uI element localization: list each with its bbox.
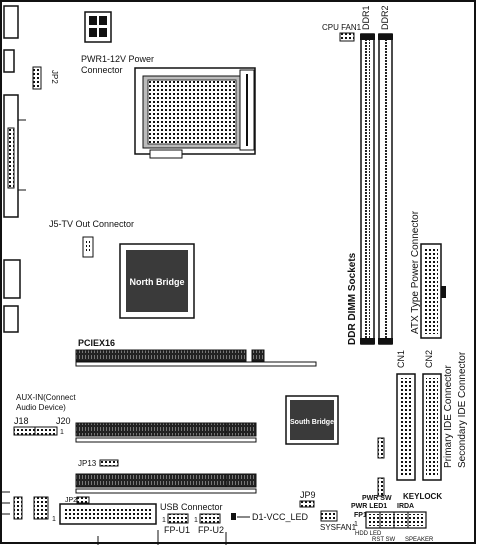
irda-label: IRDA (397, 503, 414, 510)
j18-label: J18 (14, 416, 29, 426)
j18-header (13, 426, 37, 436)
fp-u2-label: FP-U2 (198, 525, 224, 535)
cpu-fan-label: CPU FAN1 (322, 23, 362, 32)
sysfan-label: SYSFAN1 (320, 523, 357, 532)
floppy-connector (59, 503, 157, 525)
cn2-label: CN2 (424, 350, 434, 368)
cpu-fan-header (339, 32, 355, 42)
sysfan-header (320, 510, 338, 522)
south-bridge-label: South Bridge (290, 419, 334, 426)
speaker-label: SPEAKER (405, 537, 434, 543)
jp2-bottom-label: JP2 (65, 497, 77, 504)
hdd-led-label: HDD LED (355, 531, 382, 537)
left-header-a (13, 496, 23, 520)
j20-pin1: 1 (60, 429, 64, 436)
primary-ide-label: Primary IDE Connector (443, 365, 454, 468)
jp2-bottom-header (76, 496, 90, 504)
fp1-front-panel-header (365, 511, 427, 529)
keylock-label: KEYLOCK (403, 492, 442, 501)
jp9-label: JP9 (300, 490, 316, 500)
fp-u1-label: FP-U1 (164, 525, 190, 535)
pwr-sw-label: PWR SW (362, 495, 392, 502)
small-header-b (377, 477, 385, 497)
floppy-pin1: 1 (52, 516, 56, 523)
jp2-top-header (32, 66, 42, 90)
jp13-header (99, 459, 119, 467)
pci-slot-1 (75, 422, 257, 443)
ddr1-label: DDR1 (361, 5, 371, 30)
tv-out-label: J5-TV Out Connector (49, 219, 134, 229)
ddr2-label: DDR2 (380, 5, 390, 30)
fp-u2-header (199, 513, 221, 524)
fp1-pin1: 1 (354, 521, 358, 528)
atx-power-connector (420, 243, 446, 339)
jp13-label: JP13 (78, 459, 97, 468)
d1-vcc-led-label: D1-VCC_LED (252, 512, 309, 522)
pwr-connector-label-line2: Connector (81, 65, 123, 75)
aux-in-label-line1: AUX-IN(Connect (16, 393, 76, 402)
rst-sw-label: RST SW (372, 537, 396, 543)
left-header-b (33, 496, 49, 520)
atx-power-label: ATX Type Power Connector (410, 210, 421, 334)
cpu-socket (134, 67, 256, 159)
rear-io-detail (7, 119, 26, 191)
fp-u2-pin1: 1 (194, 517, 198, 524)
aux-in-label-line2: Audio Device) (16, 403, 66, 412)
pwr1-12v-connector (84, 11, 112, 43)
jp2-top-label: JP2 (50, 70, 59, 84)
ddr-dimm-sockets-label: DDR DIMM Sockets (347, 252, 358, 345)
jp9-header (299, 500, 315, 508)
pwr-led-label: PWR LED1 (351, 503, 387, 510)
north-bridge-label: North Bridge (130, 277, 185, 287)
j20-label: J20 (56, 416, 71, 426)
pciex16-label: PCIEX16 (78, 338, 115, 348)
secondary-ide-label: Secondary IDE Connector (457, 351, 468, 468)
fp1-label: FP1 (354, 512, 367, 519)
cn1-label: CN1 (396, 350, 406, 368)
ddr2-socket (378, 33, 393, 345)
pciex16-slot (75, 349, 317, 367)
small-header-a (377, 437, 385, 459)
fp-u1-pin1: 1 (162, 517, 166, 524)
j20-header (34, 426, 58, 436)
d1-led (231, 513, 236, 520)
ddr1-socket (360, 33, 375, 345)
cn2-secondary-ide (422, 373, 442, 481)
cn1-primary-ide (396, 373, 416, 481)
pwr-connector-label-line1: PWR1-12V Power (81, 54, 154, 64)
fp-u1-header (167, 513, 189, 524)
pci-slot-2 (75, 473, 257, 494)
south-bridge-chip (285, 395, 339, 445)
usb-connector-label: USB Connector (160, 502, 223, 512)
north-bridge-chip (119, 243, 195, 319)
